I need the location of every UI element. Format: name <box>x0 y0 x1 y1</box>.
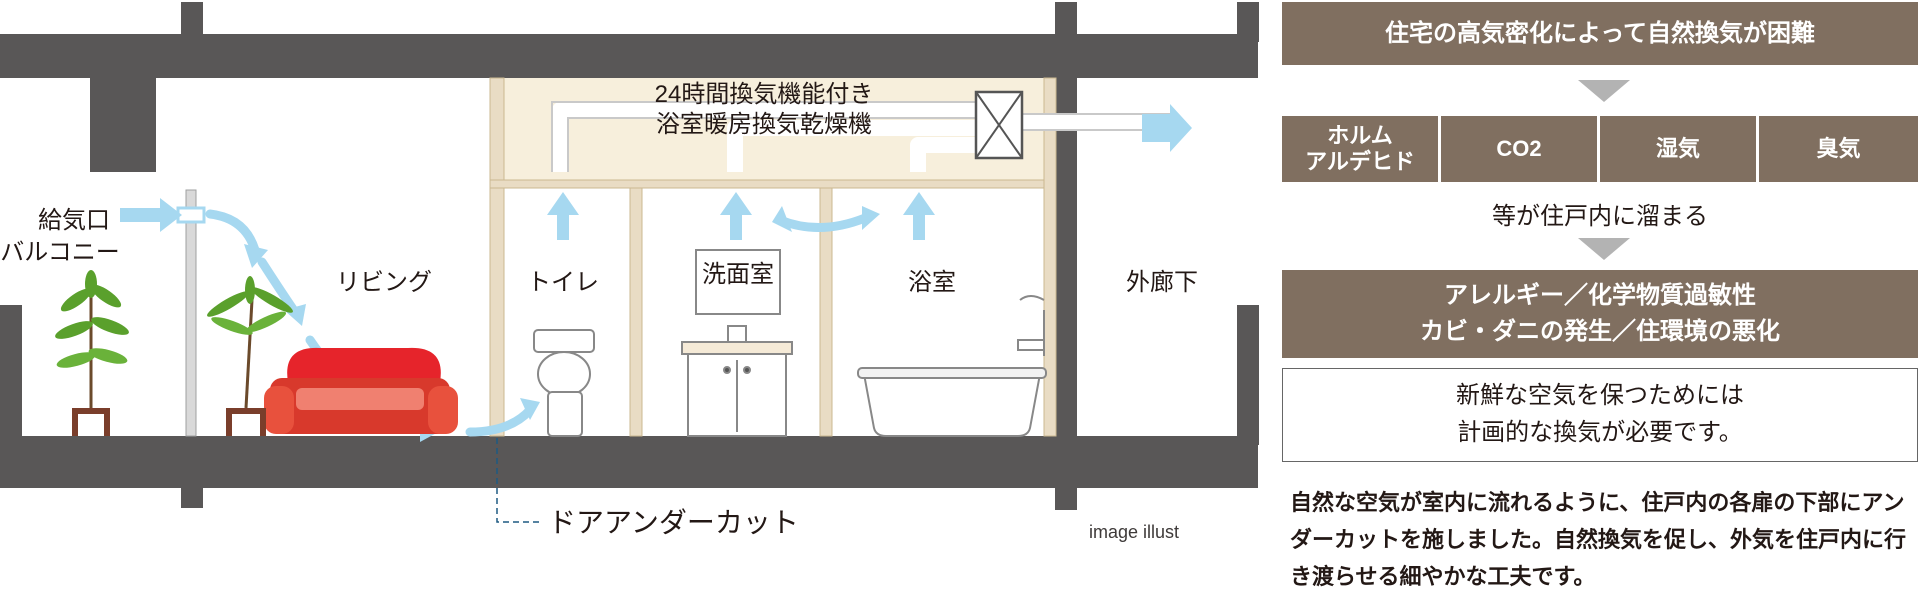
bathtub-fixture <box>857 295 1047 437</box>
need-line-1: 新鮮な空気を保つためには <box>1456 382 1744 409</box>
airflow-arrows <box>120 104 1192 240</box>
ventilator-label-line1: 24時間換気機能付き <box>655 81 874 108</box>
description-text: 自然な空気が室内に流れるように、住戸内の各扉の下部にアンダーカットを施しました。… <box>1290 490 1907 589</box>
duct-outlines <box>551 101 1170 172</box>
supply-label-line2: バルコニー <box>0 239 120 266</box>
pollutant-tag-label: CO2 <box>1496 136 1542 161</box>
partition-frames <box>489 77 1057 437</box>
toilet-up-arrow <box>547 192 579 240</box>
vanity-fixture <box>681 249 793 437</box>
accumulate-text: 等が住戸内に溜まる <box>1492 203 1708 230</box>
bathroom-up-arrow <box>903 192 935 240</box>
panel-title: 住宅の高気密化によって自然換気が困難 <box>1282 2 1918 65</box>
supply-label-line1: 給気口 <box>38 207 110 234</box>
supply-arrow <box>120 198 182 232</box>
need-box: 新鮮な空気を保つためには 計画的な換気が必要です。 <box>1282 368 1918 462</box>
room-label-washroom: 洗面室 <box>702 261 774 288</box>
balcony-column <box>185 189 197 437</box>
room-label-toilet: トイレ <box>527 269 599 296</box>
pollutant-tag-humidity: 湿気 <box>1600 116 1756 182</box>
plant-balcony <box>55 270 129 436</box>
pollutant-tag-label: 湿気 <box>1655 136 1700 161</box>
down-arrow-1 <box>1578 80 1630 102</box>
building-structure <box>0 2 1259 510</box>
image-note: image illust <box>1089 522 1179 542</box>
ventilator-label-line2: 浴室暖房換気乾燥機 <box>656 111 872 138</box>
pollutant-tag-co2: CO2 <box>1441 116 1597 182</box>
washroom-up-arrow <box>720 192 752 240</box>
room-label-corridor: 外廊下 <box>1126 269 1198 296</box>
bath-ventilator-unit <box>974 90 1024 160</box>
down-arrow-2 <box>1578 238 1630 260</box>
ventilation-cross-section: 24時間換気機能付き 浴室暖房換気乾燥機 給気口 バルコニー リビング トイレ … <box>0 2 1259 542</box>
effects-bar: アレルギー／化学物質過敏性 カビ・ダニの発生／住環境の悪化 <box>1282 270 1918 358</box>
undercut-label: ドアアンダーカット <box>548 507 799 538</box>
plant-living <box>207 276 293 436</box>
undercut-leader <box>496 438 540 523</box>
room-label-living: リビング <box>336 269 432 296</box>
sofa <box>264 347 458 434</box>
pollutant-tag-odor: 臭気 <box>1759 116 1918 182</box>
toilet-fixture <box>533 329 595 437</box>
pollutant-tags: ホルムアルデヒド CO2 湿気 臭気 <box>1282 116 1918 182</box>
pollutant-tag-label: 臭気 <box>1816 136 1861 161</box>
need-line-2: 計画的な換気が必要です。 <box>1457 419 1743 446</box>
pollutant-tag-formaldehyde: ホルムアルデヒド <box>1282 116 1438 182</box>
explanation-panel: 住宅の高気密化によって自然換気が困難 ホルムアルデヒド CO2 湿気 臭気 等が… <box>1282 0 1920 589</box>
effects-line-2: カビ・ダニの発生／住環境の悪化 <box>1420 318 1780 345</box>
room-label-bathroom: 浴室 <box>908 269 956 296</box>
pollutant-tag-label: ホルムアルデヒド <box>1305 123 1415 174</box>
effects-line-1: アレルギー／化学物質過敏性 <box>1444 282 1756 309</box>
exhaust-arrow <box>1142 104 1192 152</box>
